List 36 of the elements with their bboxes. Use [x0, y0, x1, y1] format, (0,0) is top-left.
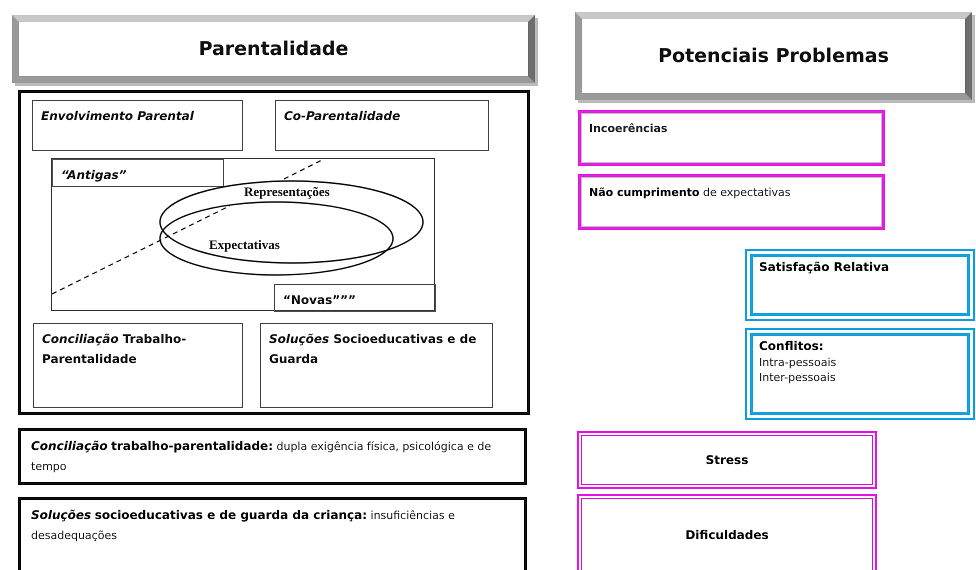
category-box [275, 100, 489, 151]
heading-text: Potenciais Problemas [658, 45, 889, 67]
box-label: Dificuldades [685, 528, 769, 542]
box-label: Conflitos: [759, 338, 825, 355]
problem-box [578, 495, 876, 570]
box-label: “Novas””” [283, 293, 356, 307]
note-box [18, 497, 527, 570]
note-text: Conciliação trabalho-parentalidade: dupla exigência física, psicológica e de tempo [31, 440, 492, 474]
heading-text: Parentalidade [198, 38, 348, 60]
box-label: Representações [244, 184, 330, 200]
box-label: Stress [706, 453, 748, 467]
group-frame [18, 90, 530, 415]
problem-box [578, 110, 885, 166]
header-bar [12, 15, 535, 83]
box-label: Envolvimento Parental [41, 109, 194, 123]
box-label: Expectativas [209, 237, 280, 253]
note-text: Soluções socioeducativas e de guarda da criança: insuficiências e desadequações [31, 509, 455, 542]
category-box [52, 159, 224, 187]
list-item: Intra-pessoais [759, 354, 838, 370]
category-box [32, 100, 243, 151]
box-label: Satisfação Relativa [759, 259, 890, 276]
problem-box [578, 174, 885, 230]
category-box [260, 323, 493, 408]
note-box [18, 428, 527, 485]
box-label: Co-Parentalidade [284, 109, 400, 123]
box-label: Conciliação Trabalho-Parentalidade [42, 332, 186, 366]
header-bar [575, 12, 972, 100]
box-label: “Antigas” [61, 168, 126, 182]
box-label: Soluções Socioeducativas e de Guarda [269, 332, 476, 366]
list-item: Inter-pessoais [759, 370, 837, 386]
category-box [33, 323, 243, 408]
box-label: Não cumprimento de expectativas [589, 186, 790, 199]
box-label: Incoerências [589, 122, 668, 135]
category-box [274, 284, 436, 312]
problem-box [578, 432, 876, 488]
diagram-panel [51, 158, 435, 311]
